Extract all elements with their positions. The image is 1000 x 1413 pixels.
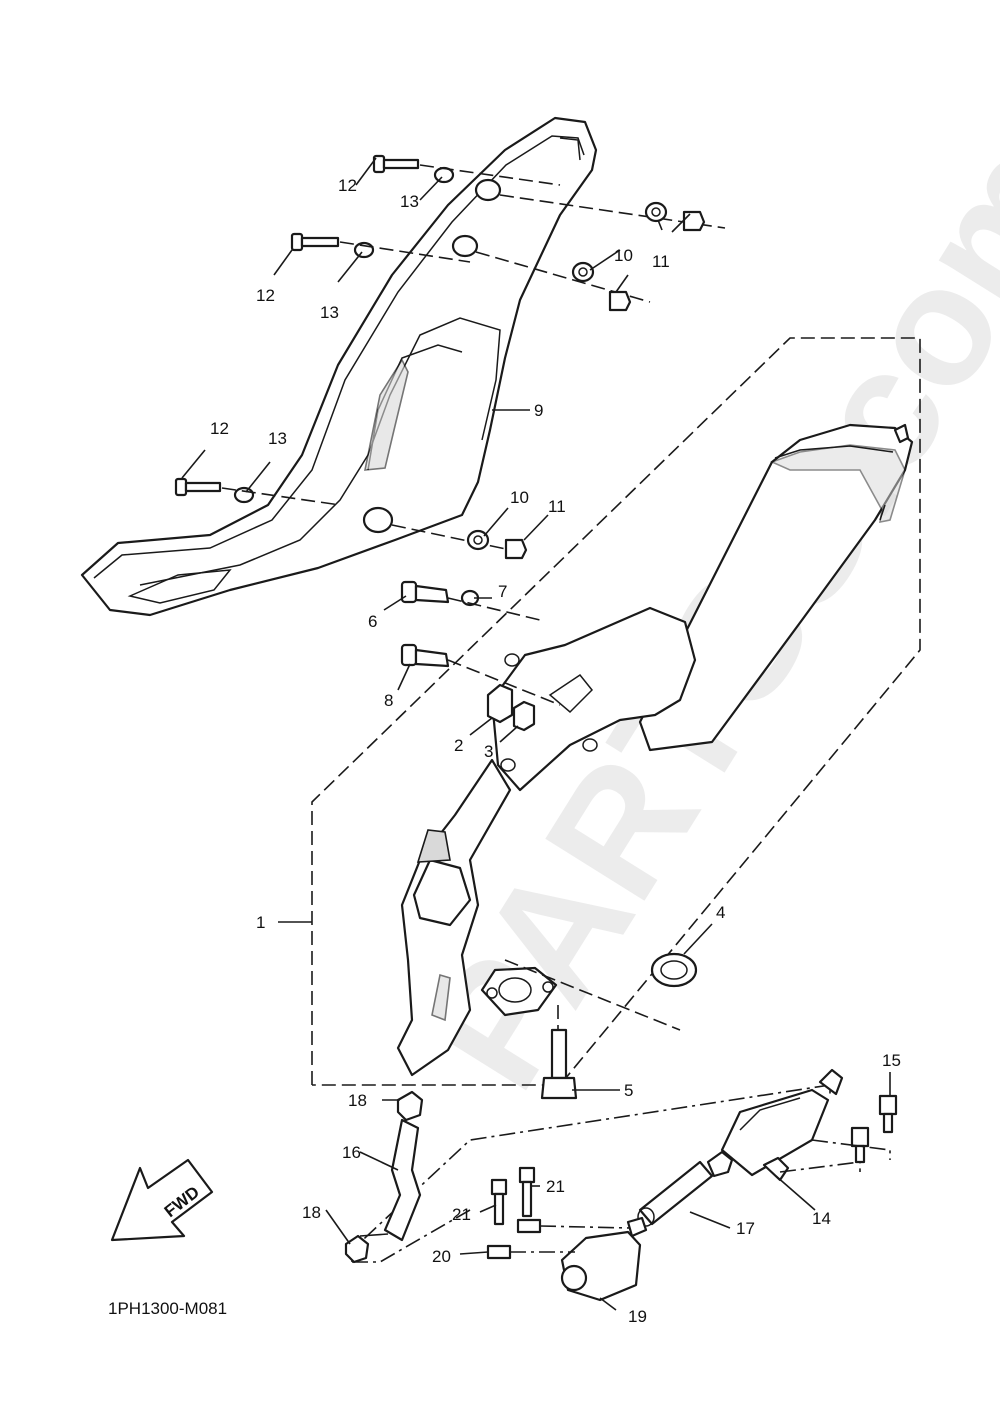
- air-hose-right: [637, 1160, 714, 1227]
- gasket: [650, 952, 698, 988]
- callout-2: 2: [454, 736, 463, 755]
- air-hose-left: [344, 1090, 424, 1264]
- callout-13: 13: [320, 303, 339, 322]
- callout-18: 18: [348, 1091, 367, 1110]
- callout-16: 16: [342, 1143, 361, 1162]
- callout-14: 14: [812, 1209, 831, 1228]
- callout-10: 10: [510, 488, 529, 507]
- air-induction-boundary-lower: [352, 1209, 471, 1263]
- callout-18: 18: [302, 1203, 321, 1222]
- callout-21: 21: [546, 1177, 565, 1196]
- gasket-guide: [504, 959, 681, 1031]
- callout-13: 13: [268, 429, 287, 448]
- forward-direction-indicator: FWD: [110, 1158, 214, 1242]
- callout-19: 19: [628, 1307, 647, 1326]
- callout-12: 12: [256, 286, 275, 305]
- callout-17: 17: [736, 1219, 755, 1238]
- callout-20: 20: [432, 1247, 451, 1266]
- bracket-fasteners: [400, 580, 561, 732]
- callout-11: 11: [548, 497, 566, 516]
- muffler: [396, 423, 914, 1077]
- callout-6: 6: [368, 612, 377, 631]
- callout-11: 11: [652, 252, 670, 271]
- callout-3: 3: [484, 742, 493, 761]
- flange-bolt: [540, 1005, 578, 1100]
- callout-10: 10: [614, 246, 633, 265]
- heat-protector-fasteners: [174, 154, 726, 560]
- callout-15: 15: [882, 1051, 901, 1070]
- callout-13: 13: [400, 192, 419, 211]
- callout-7: 7: [498, 582, 507, 601]
- callout-9: 9: [534, 401, 543, 420]
- callout-12: 12: [210, 419, 229, 438]
- reed-valve: [706, 1068, 898, 1182]
- callout-4: 4: [716, 903, 725, 922]
- heat-protector: [80, 116, 598, 617]
- callout-1: 1: [256, 913, 265, 932]
- callout-21: 21: [452, 1205, 471, 1224]
- diagram-code: 1PH1300-M081: [108, 1299, 227, 1318]
- callout-5: 5: [624, 1081, 633, 1100]
- muffler-assembly-boundary: [311, 337, 921, 1086]
- callout-numbers: 12 13 12 13 10 11 9 12 13 10 11 7 6 8 2 …: [210, 176, 901, 1326]
- leader-lines: [181, 157, 891, 1311]
- air-cut-valve: [486, 1166, 648, 1302]
- callout-8: 8: [384, 691, 393, 710]
- callout-12: 12: [338, 176, 357, 195]
